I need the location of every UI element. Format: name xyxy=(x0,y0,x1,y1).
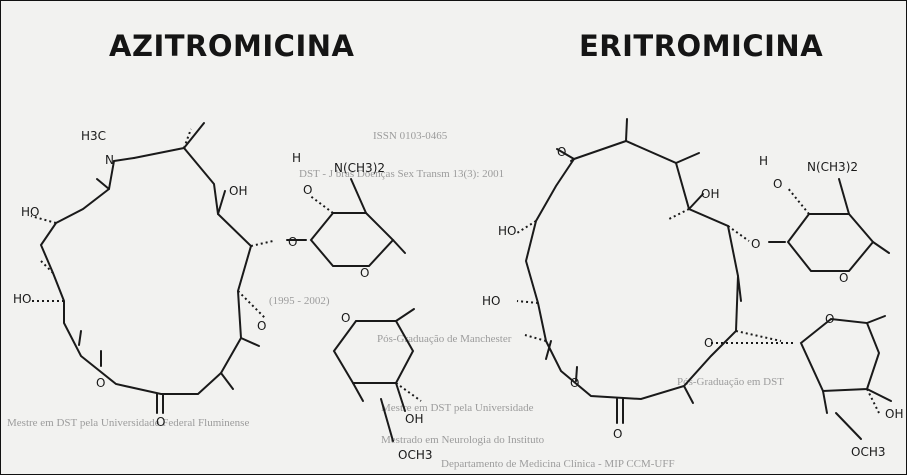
azitro-oh-label: OH xyxy=(229,184,247,198)
eritro-cladinose-ring xyxy=(799,317,881,393)
eritro-methyl-bond xyxy=(737,275,742,302)
eritro-oh-label: OH xyxy=(701,187,719,201)
azitro-desosamine-ring xyxy=(309,212,395,267)
eritro-o-label: O xyxy=(704,336,713,350)
azitro-methyl-bond xyxy=(392,239,406,254)
azitro-methyl-bond xyxy=(240,337,260,347)
azitro-oh-bond xyxy=(217,190,226,215)
bleed-line: Pós-Graduação de Manchester xyxy=(377,333,512,345)
eritro-glycoside-bond xyxy=(727,225,750,242)
azitro-stereo-bond xyxy=(183,128,192,149)
bleed-line: Pós-Graduação em DST xyxy=(677,376,784,388)
azitro-cladinose-ring xyxy=(332,320,415,384)
bleed-line: (1995 - 2002) xyxy=(269,295,330,307)
azitro-h-label: H xyxy=(292,151,301,165)
eritro-stereo-bond xyxy=(516,220,537,234)
azitro-methyl-bond xyxy=(220,372,234,390)
eritro-nme2-label: N(CH3)2 xyxy=(807,160,858,174)
azitro-methoxy-bond xyxy=(380,398,394,442)
eritro-h-label: H xyxy=(759,154,768,168)
eritro-glycoside-bond xyxy=(735,330,782,342)
eritro-o-label: O xyxy=(839,271,848,285)
azitro-o-label: O xyxy=(341,311,350,325)
azitro-ho-label: HO xyxy=(13,292,31,306)
azitro-methyl-bond xyxy=(96,178,110,190)
eritro-ring-bond xyxy=(524,139,740,401)
azitro-h3c-label: H3C xyxy=(81,129,106,143)
azitro-o-label: O xyxy=(288,235,297,249)
azitro-glycoside-bond xyxy=(237,290,267,320)
azitro-o-label: O xyxy=(156,415,165,429)
eritro-methyl-bond xyxy=(872,241,890,254)
azitro-n-label: N xyxy=(105,153,114,167)
bleed-line: Mestre em DST pela Universidade Federal … xyxy=(7,417,249,429)
azitromicina-title: AZITROMICINA xyxy=(109,29,355,63)
azitro-ring-bond xyxy=(39,146,253,395)
eritro-methyl-bond xyxy=(683,385,694,404)
azitro-ring-bond xyxy=(113,157,135,162)
bleed-line: Mestrado em Neurologia do Instituto xyxy=(381,434,545,446)
eritro-ketone-bond xyxy=(556,148,575,160)
bleed-line: Mestre em DST pela Universidade xyxy=(381,402,534,414)
eritro-ho-label: HO xyxy=(498,224,516,238)
eritro-ketone-o-label: O xyxy=(557,145,566,159)
azitro-stereo-bond xyxy=(395,382,422,402)
eritro-ho-label: HO xyxy=(482,294,500,308)
eritro-methyl-bond xyxy=(866,315,886,324)
azitro-ho-label: HO xyxy=(21,205,39,219)
eritro-desosamine-ring xyxy=(786,213,875,272)
eritro-ho-bond xyxy=(524,334,547,342)
eritro-methyl-bond xyxy=(545,340,552,360)
azitro-ho-bond xyxy=(30,215,57,224)
azitro-stereo-bond xyxy=(308,194,334,214)
eritro-ho-bond xyxy=(516,300,539,304)
azitro-nme2-label: N(CH3)2 xyxy=(334,161,385,175)
azitromicina-structure xyxy=(30,122,422,442)
eritro-o-label: O xyxy=(613,427,622,441)
azitro-amine-bond xyxy=(350,178,367,214)
eritro-methyl-bond xyxy=(625,118,628,142)
azitro-o-label: O xyxy=(360,266,369,280)
azitro-glycoside-bond xyxy=(250,240,274,247)
azitro-methyl-bond xyxy=(352,382,364,402)
eritro-oh-bond xyxy=(688,193,704,210)
eritro-o-label: O xyxy=(751,237,760,251)
bleed-line: ISSN 0103-0465 xyxy=(373,130,448,142)
eritro-oh-label: OH xyxy=(885,407,903,421)
azitro-och3-label: OCH3 xyxy=(398,448,432,462)
bleed-line: DST - J bras Doenças Sex Transm 13(3): 2… xyxy=(299,168,504,180)
eritro-methyl-bond xyxy=(822,390,828,414)
eritro-o-label: O xyxy=(773,177,782,191)
eritromicina-structure xyxy=(516,118,892,440)
azitro-methyl-bond xyxy=(78,330,82,346)
eritro-methoxy-bond xyxy=(835,412,862,440)
eritro-ring-bond xyxy=(575,366,578,382)
azitro-oh-label: OH xyxy=(405,412,423,426)
bleed-through-text: ISSN 0103-0465 DST - J bras Doenças Sex … xyxy=(7,130,784,470)
eritro-o-label: O xyxy=(825,312,834,326)
eritro-stereo-bond xyxy=(668,208,690,220)
eritro-och3-label: OCH3 xyxy=(851,445,885,459)
azitro-o-label: O xyxy=(257,319,266,333)
bleed-line: Departamento de Medicina Clínica - MIP C… xyxy=(441,458,675,470)
azitro-o-label: O xyxy=(303,183,312,197)
eritro-o-label: O xyxy=(570,376,579,390)
eritro-stereo-bond xyxy=(786,186,810,215)
eritro-methyl-bond xyxy=(675,152,700,164)
azitro-oh-bond xyxy=(395,382,406,412)
eritro-oh-bond xyxy=(866,388,892,402)
eritro-amine-bond xyxy=(838,178,850,215)
azitro-methyl-bond xyxy=(395,308,415,322)
azitro-o-label: O xyxy=(96,376,105,390)
azitro-methyl-bond xyxy=(183,122,205,149)
eritromicina-title: ERITROMICINA xyxy=(579,29,824,63)
